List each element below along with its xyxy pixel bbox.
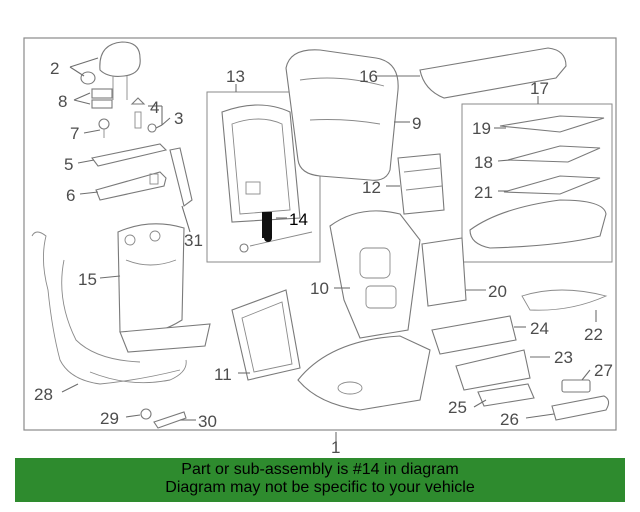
callout-29: 29 [100,409,119,428]
panel-parts-5-6 [91,143,168,201]
subframe-13 [206,91,321,263]
callout-7: 7 [70,124,79,143]
callout-17: 17 [530,79,549,98]
callout-25: 25 [448,398,467,417]
seat-frame-11 [231,289,301,381]
callout-11: 11 [214,365,232,384]
callout-23: 23 [554,348,573,367]
callout-22: 22 [584,325,603,344]
callout-26: 26 [500,410,519,429]
cushion-24-23 [431,315,531,391]
side-panel-10 [329,210,421,339]
back-panel-15 [117,223,211,353]
callout-1: 1 [331,438,340,457]
side-bracket-31 [169,147,193,207]
seat-cushion [297,335,431,411]
callout-13: 13 [226,67,245,86]
diagram-frame [23,37,617,431]
callout-21: 21 [474,183,493,202]
info-banner: Part or sub-assembly is #14 in diagram D… [15,458,625,502]
headrest-part [80,41,141,100]
harness-28 [31,231,187,385]
lumbar-12 [397,153,445,215]
callout-19: 19 [472,119,491,138]
heater-parts-17 [469,115,607,249]
callout-12: 12 [362,178,381,197]
callout-28: 28 [34,385,53,404]
callout-3: 3 [174,109,183,128]
guide-parts-8 [91,88,157,138]
panel-20 [421,237,467,307]
clip-parts-29-30 [140,408,187,429]
callout-14: 14 [289,210,308,229]
callout-15: 15 [78,270,97,289]
subframe-17 [461,103,613,263]
callout-18: 18 [474,153,493,172]
callout-6: 6 [66,186,75,205]
top-trim-16 [419,47,567,99]
seat-back-frame-13 [221,104,313,253]
callout-31: 31 [184,231,203,250]
callout-10: 10 [310,279,329,298]
callout-9: 9 [412,114,421,133]
part-14-highlight [262,212,272,242]
callout-16: 16 [359,67,378,86]
callout-4: 4 [150,98,159,117]
callout-30: 30 [198,412,217,431]
leader-lines [61,57,597,446]
misc-parts-right [477,289,610,421]
callout-2: 2 [50,59,59,78]
callout-24: 24 [530,319,549,338]
callout-labels: 2 8 4 3 7 5 6 31 15 13 14 16 17 9 12 19 … [34,59,613,457]
seat-back-cushion-9 [285,49,399,181]
callout-27: 27 [594,361,613,380]
banner-line-2: Diagram may not be specific to your vehi… [165,479,475,496]
banner-line-1: Part or sub-assembly is #14 in diagram [181,461,459,478]
callout-8: 8 [58,92,67,111]
callout-5: 5 [64,155,73,174]
callout-20: 20 [488,282,507,301]
